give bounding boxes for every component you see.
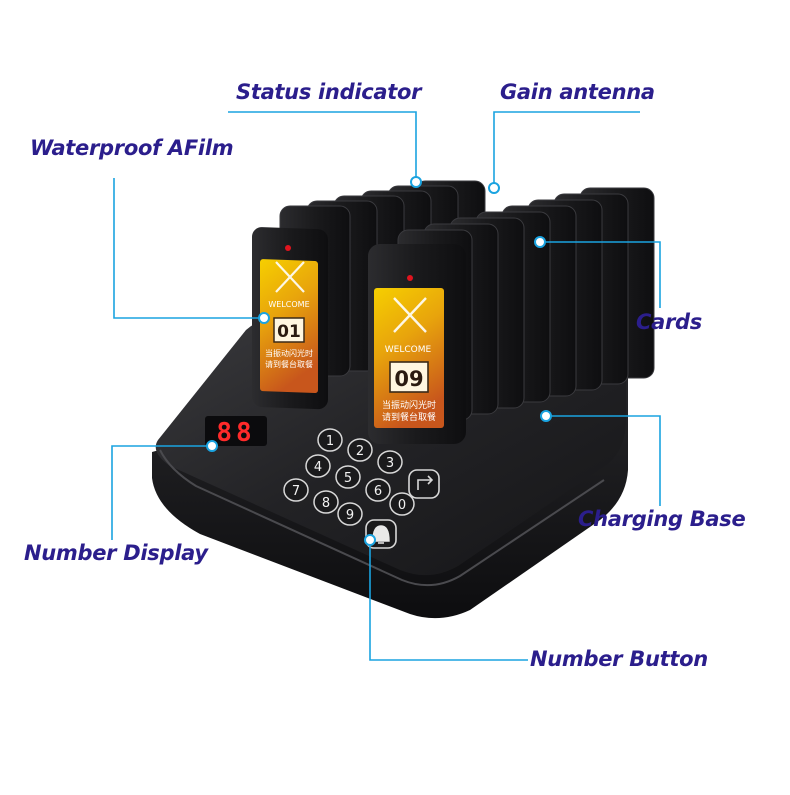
- leader-gain-antenna: [493, 111, 640, 188]
- keypad-key-3[interactable]: 3: [377, 450, 403, 474]
- anchor-number-display: [206, 440, 218, 452]
- keypad-key-8[interactable]: 8: [313, 490, 339, 514]
- label-gain-antenna: Gain antenna: [500, 80, 655, 104]
- keypad-key-label: 7: [292, 484, 300, 499]
- display-digits: 88: [216, 418, 255, 448]
- card-welcome-right: WELCOME: [385, 345, 432, 355]
- label-number-button: Number Button: [530, 647, 708, 671]
- card-number-right: 09: [394, 367, 423, 391]
- card-line2-left: 请到餐台取餐: [265, 359, 313, 369]
- status-led-right: [407, 275, 413, 281]
- number-display: 88: [205, 416, 267, 448]
- keypad-key-5[interactable]: 5: [335, 465, 361, 489]
- leader-waterproof-film: [113, 178, 264, 319]
- base-front-rim: [159, 449, 605, 587]
- card-welcome-left: WELCOME: [268, 300, 309, 309]
- keypad-key-9[interactable]: 9: [337, 502, 363, 526]
- label-cards: Cards: [636, 310, 702, 334]
- leader-number-button: [369, 540, 528, 661]
- anchor-waterproof-film: [258, 312, 270, 324]
- leader-number-display: [111, 445, 212, 540]
- pager-card-left: WELCOME 01 当振动闪光时 请到餐台取餐: [252, 227, 328, 410]
- card-number-left: 01: [277, 322, 301, 342]
- card-line1-right: 当振动闪光时: [382, 399, 436, 411]
- card-line1-left: 当振动闪光时: [265, 348, 313, 358]
- keypad-key-label: 5: [344, 471, 352, 486]
- leader-charging-base: [546, 415, 661, 506]
- keypad-key-label: 0: [398, 498, 406, 513]
- card-line2-right: 请到餐台取餐: [382, 411, 436, 423]
- keypad: 1 2 3 4 5 6 7 8 9 0: [283, 428, 415, 526]
- label-charging-base: Charging Base: [578, 507, 746, 531]
- label-status-indicator: Status indicator: [236, 80, 422, 104]
- leader-cards: [540, 241, 661, 308]
- fork-knife-icon: [393, 297, 427, 333]
- keypad-key-label: 9: [346, 508, 354, 523]
- waterproof-film-right: [374, 288, 444, 428]
- anchor-cards: [534, 236, 546, 248]
- label-waterproof-film: Waterproof AFilm: [30, 136, 234, 160]
- keypad-key-label: 2: [356, 444, 364, 459]
- keypad-key-4[interactable]: 4: [305, 454, 331, 478]
- keypad-key-label: 6: [374, 484, 382, 499]
- anchor-gain-antenna: [488, 182, 500, 194]
- keypad-key-1[interactable]: 1: [317, 428, 343, 452]
- fork-knife-icon: [275, 261, 305, 293]
- card-number-box-left: [273, 317, 305, 343]
- pager-card-right: WELCOME 09 当振动闪光时 请到餐台取餐: [368, 244, 466, 444]
- leader-status-indicator: [228, 111, 417, 182]
- keypad-key-0[interactable]: 0: [389, 492, 415, 516]
- enter-icon: [417, 475, 434, 490]
- card-number-box-right: [389, 361, 429, 393]
- keypad-key-label: 3: [386, 456, 394, 471]
- keypad-key-2[interactable]: 2: [347, 438, 373, 462]
- anchor-status-indicator: [410, 176, 422, 188]
- enter-key[interactable]: [408, 469, 440, 499]
- keypad-key-7[interactable]: 7: [283, 478, 309, 502]
- anchor-number-button: [364, 534, 376, 546]
- bell-icon: [372, 525, 390, 544]
- leader-lines: [111, 111, 661, 661]
- anchor-charging-base: [540, 410, 552, 422]
- keypad-key-label: 4: [314, 460, 322, 475]
- label-number-display: Number Display: [24, 541, 208, 565]
- keypad-key-label: 1: [326, 434, 334, 449]
- keypad-key-6[interactable]: 6: [365, 478, 391, 502]
- keypad-key-label: 8: [322, 496, 330, 511]
- status-led-left: [285, 245, 291, 251]
